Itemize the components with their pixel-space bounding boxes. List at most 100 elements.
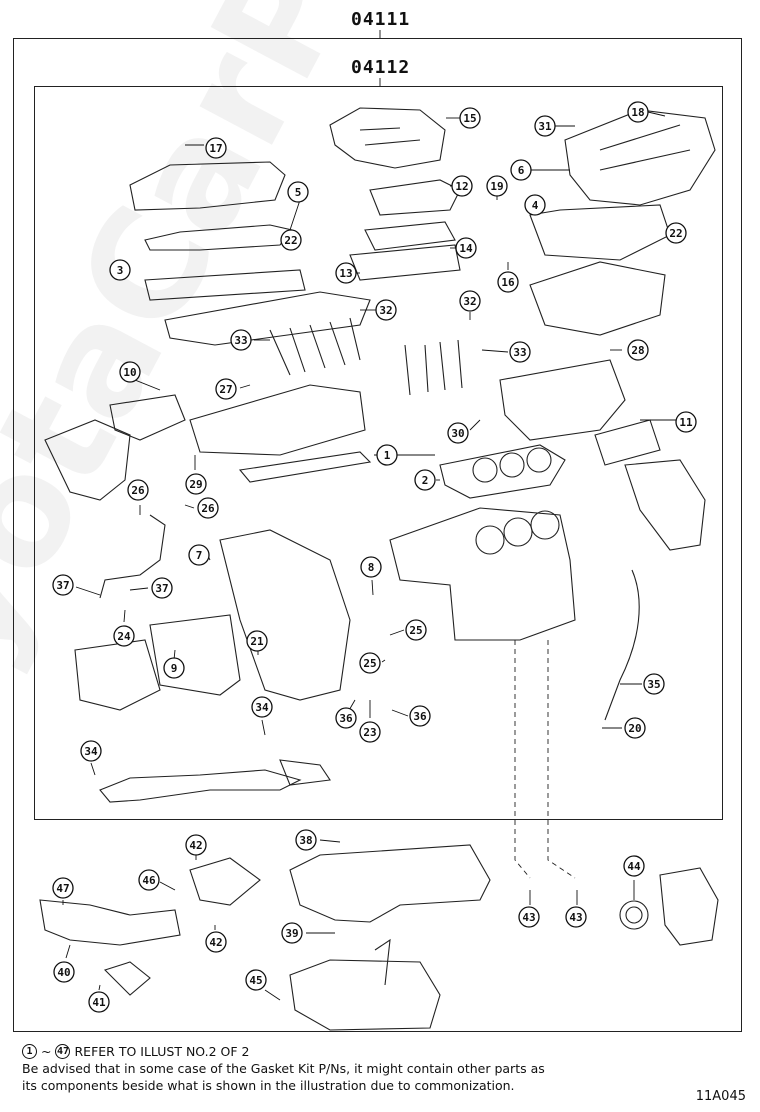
callout-leaders [62, 111, 676, 1001]
callout-33: 33 [230, 329, 252, 351]
svg-text:28: 28 [631, 344, 644, 357]
svg-text:41: 41 [92, 996, 106, 1009]
svg-text:34: 34 [84, 745, 98, 758]
callout-22: 22 [665, 222, 687, 244]
callout-20: 20 [624, 717, 646, 739]
svg-text:43: 43 [522, 911, 535, 924]
callout-4: 4 [524, 194, 546, 216]
callout-26: 26 [127, 479, 149, 501]
svg-text:43: 43 [569, 911, 582, 924]
callout-12: 12 [451, 175, 473, 197]
kit-number-outer: 04111 [351, 9, 411, 30]
reference-line: 1 ~ 47 REFER TO ILLUST NO.2 OF 2 [22, 1043, 722, 1060]
svg-text:33: 33 [513, 346, 526, 359]
callout-27: 27 [215, 378, 237, 400]
callout-26: 26 [197, 497, 219, 519]
callout-17: 17 [205, 137, 227, 159]
svg-text:19: 19 [490, 180, 503, 193]
svg-text:18: 18 [631, 106, 644, 119]
callout-29: 29 [185, 473, 207, 495]
svg-text:45: 45 [249, 974, 262, 987]
gasket-kit-frame-inner [34, 86, 723, 820]
svg-text:22: 22 [669, 227, 682, 240]
callout-18: 18 [627, 101, 649, 123]
callout-34: 34 [80, 740, 102, 762]
callout-14: 14 [455, 237, 477, 259]
callout-38: 38 [295, 829, 317, 851]
svg-text:16: 16 [501, 276, 515, 289]
svg-text:34: 34 [255, 701, 269, 714]
ref-start-number: 1 [22, 1044, 37, 1059]
callout-37: 37 [52, 574, 74, 596]
callout-40: 40 [53, 961, 75, 983]
callout-30: 30 [447, 422, 469, 444]
svg-text:26: 26 [131, 484, 145, 497]
svg-text:14: 14 [459, 242, 473, 255]
callout-44: 44 [623, 855, 645, 877]
svg-text:29: 29 [189, 478, 202, 491]
svg-text:31: 31 [538, 120, 552, 133]
kit-number-inner: 04112 [351, 57, 411, 78]
svg-text:11: 11 [679, 416, 693, 429]
svg-text:23: 23 [363, 726, 376, 739]
svg-text:24: 24 [117, 630, 131, 643]
callout-42: 42 [185, 834, 207, 856]
svg-text:30: 30 [451, 427, 464, 440]
callout-15: 15 [459, 107, 481, 129]
ref-text: REFER TO ILLUST NO.2 OF 2 [74, 1044, 250, 1059]
callout-24: 24 [113, 625, 135, 647]
ref-tilde: ~ [41, 1044, 52, 1059]
callout-1: 1 [376, 444, 398, 466]
callout-32: 32 [375, 299, 397, 321]
svg-text:2: 2 [422, 474, 429, 487]
svg-text:39: 39 [285, 927, 298, 940]
callout-2: 2 [414, 469, 436, 491]
callout-41: 41 [88, 991, 110, 1013]
callout-36: 36 [409, 705, 431, 727]
callout-8: 8 [360, 556, 382, 578]
callout-3: 3 [109, 259, 131, 281]
callout-10: 10 [119, 361, 141, 383]
svg-text:8: 8 [368, 561, 375, 574]
svg-text:40: 40 [57, 966, 70, 979]
callout-43: 43 [565, 906, 587, 928]
notes: 1 ~ 47 REFER TO ILLUST NO.2 OF 2 Be advi… [22, 1043, 722, 1094]
svg-text:37: 37 [56, 579, 69, 592]
callout-47: 47 [52, 877, 74, 899]
callout-7: 7 [188, 544, 210, 566]
svg-text:15: 15 [463, 112, 476, 125]
svg-text:6: 6 [518, 164, 525, 177]
svg-text:44: 44 [627, 860, 641, 873]
callout-34: 34 [251, 696, 273, 718]
svg-text:32: 32 [463, 295, 476, 308]
svg-text:17: 17 [209, 142, 222, 155]
svg-text:20: 20 [628, 722, 641, 735]
drawing-code: 11A045 [695, 1089, 746, 1104]
callout-39: 39 [281, 922, 303, 944]
svg-text:3: 3 [117, 264, 124, 277]
callout-13: 13 [335, 262, 357, 284]
svg-text:42: 42 [209, 936, 222, 949]
svg-text:47: 47 [56, 882, 69, 895]
svg-text:33: 33 [234, 334, 247, 347]
callout-6: 6 [510, 159, 532, 181]
callout-46: 46 [138, 869, 160, 891]
svg-text:21: 21 [250, 635, 264, 648]
callout-45: 45 [245, 969, 267, 991]
svg-text:10: 10 [123, 366, 136, 379]
note-line-3: its components beside what is shown in t… [22, 1078, 515, 1093]
callout-23: 23 [359, 721, 381, 743]
callout-43: 43 [518, 906, 540, 928]
ref-end-number: 47 [55, 1044, 71, 1059]
callout-25: 25 [405, 619, 427, 641]
callout-9: 9 [163, 657, 185, 679]
svg-text:42: 42 [189, 839, 202, 852]
callout-21: 21 [246, 630, 268, 652]
callout-31: 31 [534, 115, 556, 137]
svg-text:32: 32 [379, 304, 392, 317]
svg-text:12: 12 [455, 180, 468, 193]
svg-text:46: 46 [142, 874, 156, 887]
callout-group: 1234567891011121314151617181920212222232… [52, 101, 697, 1013]
engine-parts-sketch [39, 107, 719, 1031]
